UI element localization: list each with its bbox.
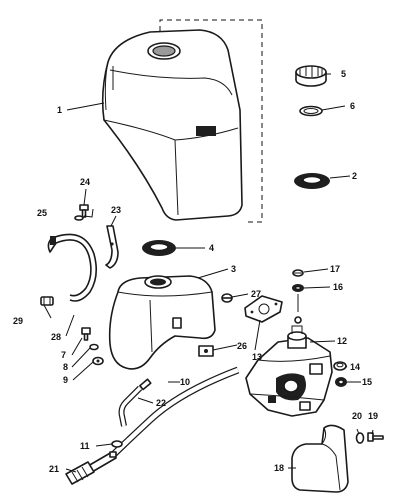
callout-16: 16	[333, 282, 343, 292]
clamp-strap-part	[47, 233, 98, 302]
callout-3: 3	[231, 264, 236, 274]
callout-19: 19	[368, 411, 378, 421]
washer-20-part	[355, 432, 365, 444]
fitting-26-part	[198, 345, 214, 357]
callout-17: 17	[330, 264, 340, 274]
screw-7-part	[81, 327, 91, 341]
callout-9: 9	[63, 375, 68, 385]
nut-9-part	[92, 356, 104, 366]
callout-13: 13	[252, 352, 262, 362]
carburetor-part	[245, 325, 333, 417]
callout-7: 7	[61, 350, 66, 360]
nut-16-part	[292, 284, 304, 324]
engine-cover-part	[101, 29, 243, 221]
plug-14-part	[333, 361, 347, 371]
washer-8-part	[89, 343, 99, 351]
screw-17-part	[292, 269, 304, 277]
plastic-cover-part	[291, 424, 349, 493]
washer-25-part	[74, 215, 84, 221]
callout-15: 15	[362, 377, 372, 387]
callout-8: 8	[63, 362, 68, 372]
nut-15-part	[335, 377, 347, 387]
callout-25: 25	[37, 208, 47, 218]
screw-19-part	[367, 432, 384, 442]
callout-18: 18	[274, 463, 284, 473]
hose-clip-11-part	[111, 440, 123, 448]
fuel-connector-part	[65, 451, 117, 485]
clip-part	[40, 296, 54, 306]
filter-line-part	[118, 378, 152, 427]
bracket-part	[105, 225, 119, 269]
o-ring-part	[299, 105, 323, 117]
gasket-lower-part	[142, 240, 176, 256]
callout-26: 26	[237, 341, 247, 351]
callout-29: 29	[13, 316, 23, 326]
callout-4: 4	[209, 243, 214, 253]
callout-28: 28	[51, 332, 61, 342]
callout-20: 20	[352, 411, 362, 421]
callout-27: 27	[251, 289, 261, 299]
callout-21: 21	[49, 464, 59, 474]
carb-gasket-part	[244, 295, 283, 323]
fuel-hose-part	[109, 366, 240, 459]
callout-22: 22	[156, 398, 166, 408]
assembly-dashed-line	[159, 19, 263, 223]
callout-5: 5	[341, 69, 346, 79]
callout-24: 24	[80, 177, 90, 187]
callout-1: 1	[57, 105, 62, 115]
callout-14: 14	[350, 362, 360, 372]
callout-23: 23	[111, 205, 121, 215]
callout-2: 2	[352, 171, 357, 181]
screw-24-part	[79, 204, 89, 218]
plug-27-part	[221, 293, 233, 303]
callout-10: 10	[180, 377, 190, 387]
gasket-upper-part	[294, 173, 330, 189]
callout-6: 6	[350, 101, 355, 111]
callout-labels: 1 2 3 4 5 6 7 8 9 10 11 12 13 14 15 16 1…	[13, 69, 378, 474]
leader-lines	[43, 73, 374, 473]
callout-12: 12	[337, 336, 347, 346]
fuel-cap-part	[295, 65, 327, 87]
callout-11: 11	[80, 441, 90, 451]
fuel-tank-part	[108, 275, 216, 370]
